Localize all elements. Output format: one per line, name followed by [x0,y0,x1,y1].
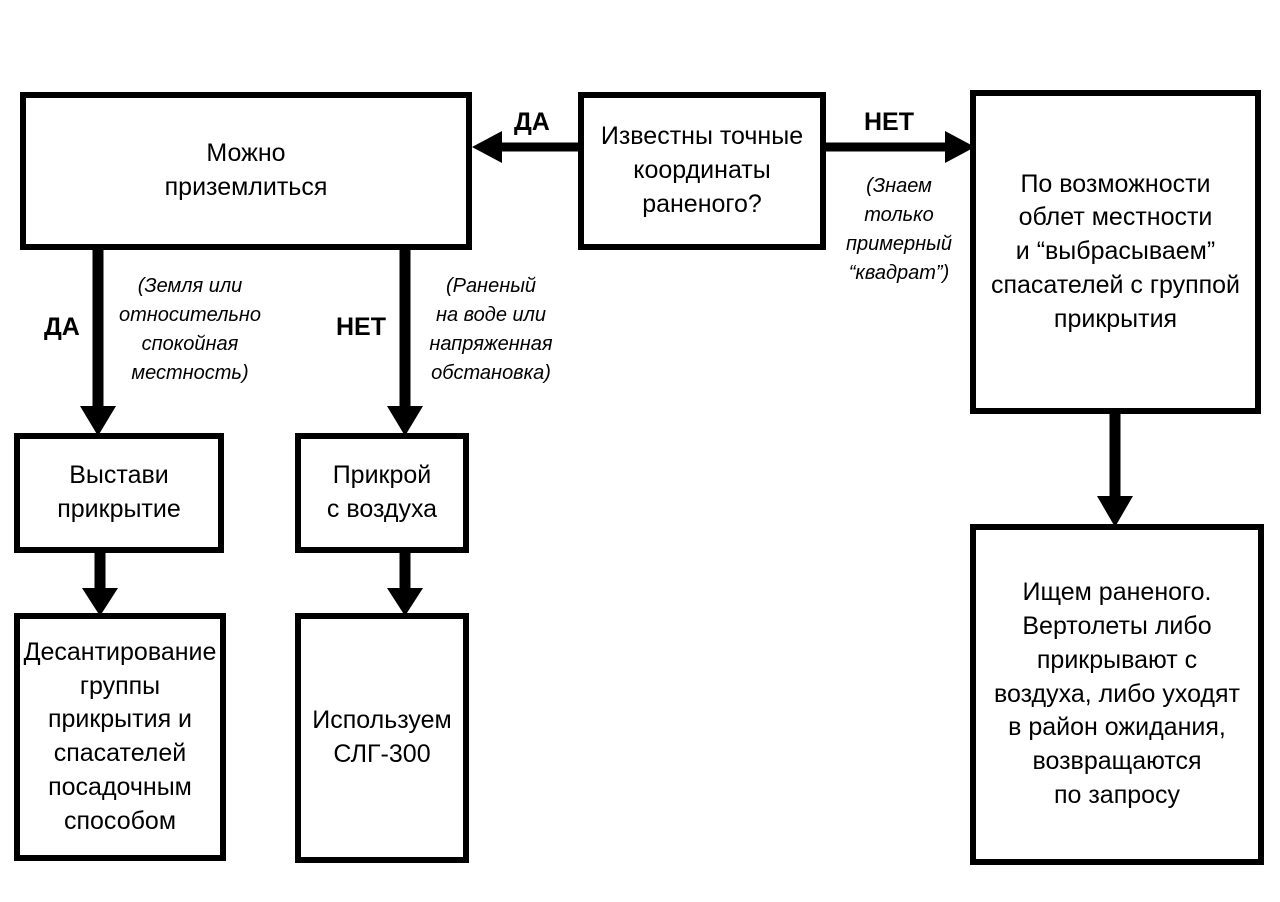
node-air-cover-text: Прикрой с воздуха [326,461,438,523]
node-slg300: Используем СЛГ-300 [295,613,469,863]
edge-label-coords-yes: ДА [514,108,550,136]
edge-label-coords-no: НЕТ [864,108,914,136]
arrowhead-down [1097,496,1133,527]
note-approx-square: (Знаем только примерный “квадрат”) [845,175,953,284]
arrowhead-down [387,406,423,436]
node-flyover: По возможности облет местности и “выбрас… [970,90,1261,414]
arrowhead-right [945,131,975,163]
arrowhead-left [472,131,502,163]
arrowhead-down [82,588,118,616]
node-slg300-text: Используем СЛГ-300 [312,706,452,768]
note-calm-ground: (Земля или относительно спокойная местно… [118,275,262,384]
arrowhead-down [80,406,116,436]
node-set-cover: Выстави прикрытие [14,433,224,553]
node-search: Ищем раненого. Вертолеты либо прикрывают… [970,524,1264,865]
note-water-tense: (Раненый на воде или напряженная обстано… [429,275,553,384]
node-coords-known: Известны точные координаты раненого? [578,92,826,250]
node-air-cover: Прикрой с воздуха [295,433,469,553]
edge-label-land-no: НЕТ [336,313,386,341]
node-set-cover-text: Выстави прикрытие [57,461,181,523]
node-landing-text: Десантирование группы прикрытия и спасат… [23,637,217,835]
node-landing: Десантирование группы прикрытия и спасат… [14,613,226,861]
edge-label-land-yes: ДА [44,313,80,341]
node-can-land: Можно приземлиться [20,92,472,250]
node-coords-known-text: Известны точные координаты раненого? [600,122,804,218]
arrowhead-down [387,588,423,616]
node-can-land-text: Можно приземлиться [164,139,328,201]
node-flyover-text: По возможности облет местности и “выбрас… [990,169,1241,333]
node-search-text: Ищем раненого. Вертолеты либо прикрывают… [993,578,1240,809]
